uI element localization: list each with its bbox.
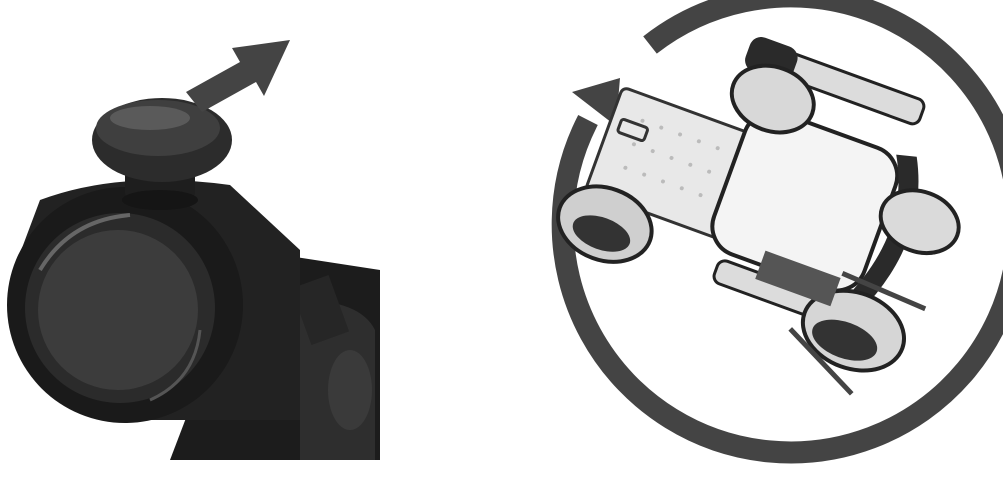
joystick-panel — [0, 0, 380, 483]
wheelchair-panel — [520, 0, 1003, 483]
arrow-up-right-icon — [186, 40, 290, 112]
joystick-housing — [7, 180, 300, 423]
wheelchair-illustration — [520, 0, 1003, 483]
joystick-illustration — [0, 0, 380, 483]
